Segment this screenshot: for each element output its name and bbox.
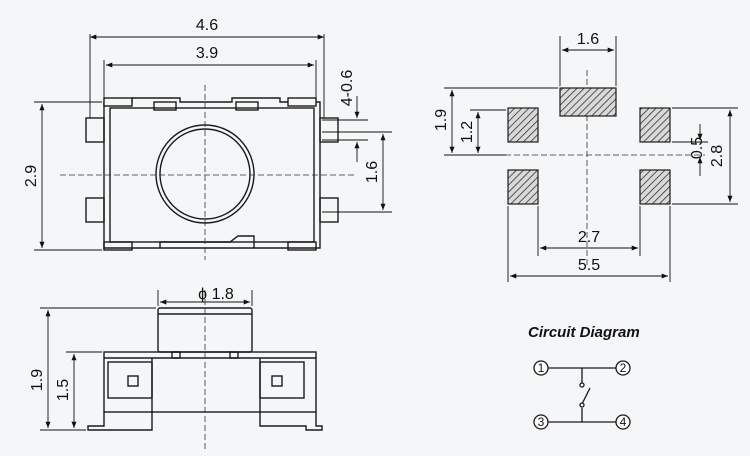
dim-pad-width: 1.6 xyxy=(577,31,599,48)
dim-width-inner: 3.9 xyxy=(196,45,218,62)
pin-circle-2 xyxy=(615,360,631,376)
pad-upper-right xyxy=(639,107,671,143)
footprint-dimensions xyxy=(444,36,738,282)
dim-actuator-diameter: ϕ 1.8 xyxy=(198,286,234,303)
pin-label-4: 4 xyxy=(620,415,627,429)
dim-terminal-spacing: 1.6 xyxy=(364,161,381,183)
terminal-right-lower xyxy=(319,197,339,223)
dim-pad-span: 2.8 xyxy=(709,145,726,167)
pad-top-center xyxy=(559,87,617,117)
tab-bottom-left xyxy=(103,241,133,251)
top-view-body-outline xyxy=(103,97,321,249)
tab-top-right xyxy=(287,97,317,107)
dim-terminal-range: 4-0.6 xyxy=(339,70,356,107)
dim-side-height-body: 1.5 xyxy=(55,379,72,401)
dim-height: 2.9 xyxy=(23,165,40,187)
pin-label-1: 1 xyxy=(538,361,545,375)
circuit-diagram-title: Circuit Diagram xyxy=(528,324,640,341)
dim-footprint-height-outer: 1.9 xyxy=(433,109,450,131)
tab-bottom-right xyxy=(287,241,317,251)
terminal-right-upper xyxy=(319,117,339,143)
top-view-centerlines xyxy=(60,85,355,260)
dim-inner-width: 2.7 xyxy=(578,229,600,246)
pin-circle-3 xyxy=(533,414,549,430)
dim-side-height-total: 1.9 xyxy=(29,369,46,391)
top-view xyxy=(85,97,339,251)
side-view-dimensions xyxy=(40,290,253,431)
circuit-diagram xyxy=(533,360,631,430)
dim-width-outer: 4.6 xyxy=(196,17,218,34)
pin-label-2: 2 xyxy=(620,361,627,375)
top-view-dimensions xyxy=(34,34,392,251)
side-view xyxy=(87,307,323,431)
footprint xyxy=(478,70,705,265)
dim-offset: 0.5 xyxy=(689,137,706,159)
pad-lower-right xyxy=(639,169,671,205)
side-body xyxy=(103,351,317,413)
terminal-left-lower xyxy=(85,197,105,223)
switch-contact xyxy=(581,387,591,405)
dim-footprint-height-inner: 1.2 xyxy=(459,121,476,143)
dim-outer-width: 5.5 xyxy=(578,257,600,274)
tab-top-left xyxy=(103,97,133,107)
pin-circle-4 xyxy=(615,414,631,430)
lead-right xyxy=(259,412,323,431)
terminal-left-upper xyxy=(85,117,105,143)
pin-label-3: 3 xyxy=(538,415,545,429)
pad-lower-left xyxy=(507,169,539,205)
lead-left xyxy=(87,412,153,431)
pad-upper-left xyxy=(507,107,539,143)
pin-circle-1 xyxy=(533,360,549,376)
